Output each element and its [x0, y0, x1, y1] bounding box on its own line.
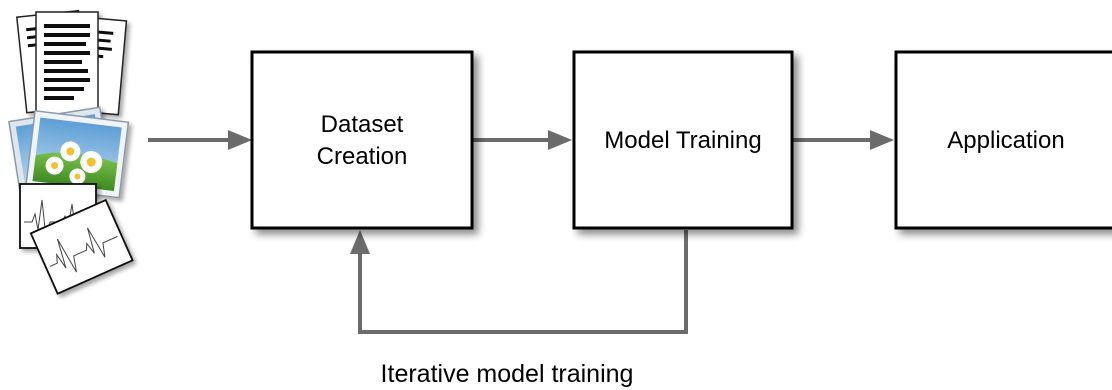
arrow-dataset-to-training [472, 130, 572, 150]
input-data-icons [8, 9, 134, 295]
application-box: Application [894, 50, 1112, 230]
documents-icon [15, 9, 128, 116]
application-label: Application [947, 127, 1064, 154]
dataset-creation-box: Dataset Creation [250, 50, 474, 230]
iterative-training-caption: Iterative model training [381, 360, 634, 388]
dataset-creation-label-line2: Creation [317, 143, 408, 170]
arrow-feedback-loop [350, 230, 688, 334]
arrow-input-to-dataset [148, 130, 252, 150]
model-training-box: Model Training [572, 50, 794, 230]
dataset-creation-label-line1: Dataset [321, 111, 404, 138]
image-icon [8, 106, 130, 199]
model-training-label: Model Training [604, 127, 761, 154]
ecg-signal-icon [19, 183, 134, 295]
arrow-training-to-application [792, 130, 894, 150]
